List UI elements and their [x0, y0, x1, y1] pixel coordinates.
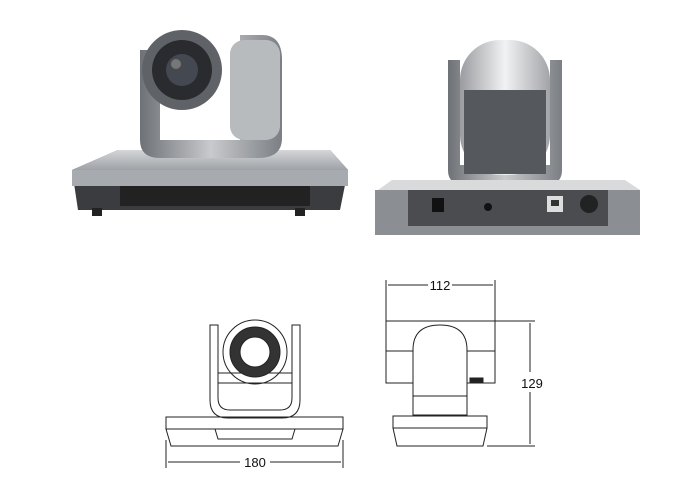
- width-dimension-label: 180: [244, 455, 266, 470]
- visca-port-icon: [580, 195, 598, 213]
- side-drawing: [385, 280, 535, 447]
- camera-rear-photo: [375, 40, 640, 235]
- front-drawing: [165, 319, 344, 468]
- power-port-icon: [432, 198, 444, 212]
- height-dimension-label: 129: [521, 376, 543, 391]
- audio-port-icon: [484, 203, 492, 211]
- camera-front-photo: [72, 30, 348, 216]
- depth-dimension-label: 112: [430, 278, 451, 293]
